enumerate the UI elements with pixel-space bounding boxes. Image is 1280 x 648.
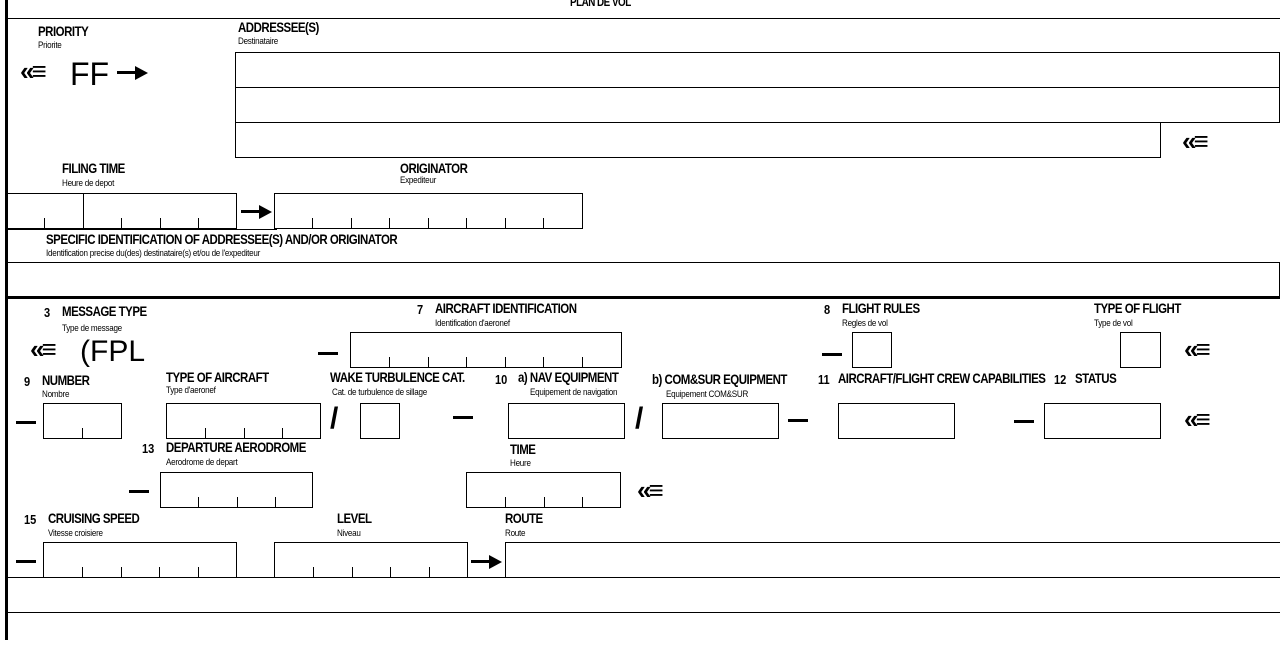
field-number: 7 xyxy=(417,302,424,317)
wake-turbulence-label: WAKE TURBULENCE CAT. xyxy=(330,369,465,385)
end-of-line-icon: «≡ xyxy=(30,334,57,364)
end-of-line-icon: «≡ xyxy=(637,475,664,505)
number-sublabel: Nombre xyxy=(42,389,70,400)
specific-id-sublabel: Identification precise du(des) destinata… xyxy=(46,248,261,259)
flight-rules-label: FLIGHT RULES xyxy=(842,300,920,316)
wake-turbulence-sublabel: Cat. de turbulence de sillage xyxy=(332,387,427,398)
route-label: ROUTE xyxy=(505,510,543,526)
message-type-value: (FPL xyxy=(80,335,146,368)
field-number: 10 xyxy=(495,372,508,387)
addressee-field-2[interactable] xyxy=(235,87,1280,123)
section-divider xyxy=(5,296,1280,299)
field-number: 8 xyxy=(824,302,831,317)
departure-aerodrome-label: DEPARTURE AERODROME xyxy=(166,439,306,455)
flight-rules-field[interactable] xyxy=(852,332,892,368)
dash-separator xyxy=(318,352,338,355)
dash-separator xyxy=(129,490,149,493)
cruising-speed-label: CRUISING SPEED xyxy=(48,510,140,526)
addressee-field-3[interactable] xyxy=(235,122,1161,158)
com-equipment-sublabel: Equipement COM&SUR xyxy=(666,389,749,400)
com-equipment-field[interactable] xyxy=(662,403,779,439)
departure-time-field[interactable] xyxy=(466,472,621,508)
field-number: 9 xyxy=(24,374,31,389)
end-of-line-icon: «≡ xyxy=(1184,334,1211,364)
capabilities-label: AIRCRAFT/FLIGHT CREW CAPABILITIES xyxy=(838,370,1046,386)
route-field-1[interactable] xyxy=(505,542,1280,578)
number-label: NUMBER xyxy=(42,372,90,388)
route-field-2[interactable] xyxy=(6,577,1280,613)
end-of-line-icon: «≡ xyxy=(1182,126,1209,156)
field-number: 12 xyxy=(1054,372,1067,387)
departure-aerodrome-field[interactable] xyxy=(160,472,313,508)
end-of-line-icon: «≡ xyxy=(1184,404,1211,434)
arrow-right-icon xyxy=(241,205,273,219)
arrow-right-icon xyxy=(117,66,149,80)
addressees-label: ADDRESSEE(S) xyxy=(238,19,319,35)
field-number: 15 xyxy=(24,512,37,527)
addressees-sublabel: Destinataire xyxy=(238,36,279,47)
flight-rules-sublabel: Regles de vol xyxy=(842,318,888,329)
field-number: 11 xyxy=(818,372,830,387)
route-sublabel: Route xyxy=(505,528,526,539)
dash-separator xyxy=(453,416,473,419)
message-type-sublabel: Type de message xyxy=(62,323,122,334)
type-of-aircraft-sublabel: Type d'aeronef xyxy=(166,385,216,396)
type-of-aircraft-field[interactable] xyxy=(166,403,321,439)
priority-label: PRIORITY xyxy=(38,23,89,39)
wake-turbulence-field[interactable] xyxy=(360,403,400,439)
divider xyxy=(5,18,1280,19)
level-label: LEVEL xyxy=(337,510,372,526)
filing-time-label: FILING TIME xyxy=(62,160,125,176)
capabilities-field[interactable] xyxy=(838,403,955,439)
originator-field[interactable] xyxy=(274,193,583,229)
filing-time-sublabel: Heure de depot xyxy=(62,178,115,189)
cruising-speed-field[interactable] xyxy=(43,542,237,578)
dash-separator xyxy=(822,353,842,356)
cruising-speed-sublabel: Vitesse croisiere xyxy=(48,528,103,539)
form-frame xyxy=(5,0,1280,640)
level-field[interactable] xyxy=(274,542,468,578)
dash-separator xyxy=(16,560,36,563)
slash-separator: / xyxy=(635,402,644,435)
slash-separator: / xyxy=(330,402,339,435)
status-field[interactable] xyxy=(1044,403,1161,439)
departure-aerodrome-sublabel: Aerodrome de depart xyxy=(166,457,238,468)
form-title: PLAN DE VOL xyxy=(570,0,631,9)
time-sublabel: Heure xyxy=(510,458,531,469)
dash-separator xyxy=(16,421,36,424)
field-number: 13 xyxy=(142,441,155,456)
priority-sublabel: Priorite xyxy=(38,40,62,51)
dash-separator xyxy=(788,419,808,422)
filing-time-field[interactable] xyxy=(6,193,237,229)
number-field[interactable] xyxy=(43,403,122,439)
com-equipment-label: b) COM&SUR EQUIPMENT xyxy=(652,371,787,387)
field-number: 3 xyxy=(44,305,51,320)
time-label: TIME xyxy=(510,441,536,457)
nav-equipment-field[interactable] xyxy=(508,403,625,439)
nav-equipment-label: a) NAV EQUIPMENT xyxy=(518,369,619,385)
aircraft-id-field[interactable] xyxy=(350,332,622,368)
aircraft-id-sublabel: Identification d'aeronef xyxy=(435,318,510,329)
aircraft-id-label: AIRCRAFT IDENTIFICATION xyxy=(435,300,577,316)
type-of-flight-sublabel: Type de vol xyxy=(1094,318,1133,329)
specific-id-label: SPECIFIC IDENTIFICATION OF ADDRESSEE(S) … xyxy=(46,231,398,247)
arrow-right-icon xyxy=(471,555,503,569)
type-of-aircraft-label: TYPE OF AIRCRAFT xyxy=(166,369,269,385)
nav-equipment-sublabel: Equipement de navigation xyxy=(530,387,618,398)
dash-separator xyxy=(1014,420,1034,423)
type-of-flight-label: TYPE OF FLIGHT xyxy=(1094,300,1181,316)
route-field-3[interactable] xyxy=(6,612,1280,648)
type-of-flight-field[interactable] xyxy=(1120,332,1161,368)
specific-id-field[interactable] xyxy=(6,262,1280,296)
end-of-line-icon: «≡ xyxy=(20,56,47,86)
originator-label: ORIGINATOR xyxy=(400,160,468,176)
addressee-field-1[interactable] xyxy=(235,52,1280,88)
message-type-label: MESSAGE TYPE xyxy=(62,303,147,319)
status-label: STATUS xyxy=(1075,370,1117,386)
originator-sublabel: Expediteur xyxy=(400,175,437,186)
priority-value: FF xyxy=(70,56,110,92)
level-sublabel: Niveau xyxy=(337,528,361,539)
